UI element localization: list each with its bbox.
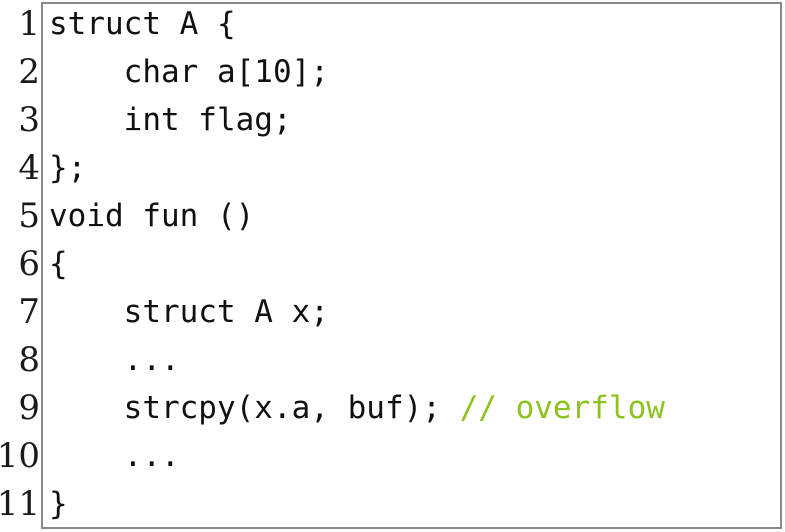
code-text: }; (49, 150, 87, 186)
code-text: strcpy(x.a, buf); (49, 390, 460, 426)
code-line: ... (49, 432, 180, 480)
line-number: 8 (18, 340, 40, 380)
line-number: 9 (18, 388, 40, 428)
line-number-gutter: 1 2 3 4 5 6 7 8 9 10 11 (0, 0, 40, 532)
code-text: } (49, 486, 68, 522)
line-number: 4 (18, 148, 40, 188)
line-number: 11 (0, 484, 40, 524)
line-number: 1 (18, 4, 40, 44)
code-line: void fun () (49, 192, 254, 240)
code-line: char a[10]; (49, 48, 329, 96)
code-text: struct A x; (49, 294, 329, 330)
code-text: { (49, 246, 68, 282)
code-line: }; (49, 144, 86, 192)
code-text: ... (49, 438, 180, 474)
line-number: 6 (18, 244, 40, 284)
line-number: 5 (18, 196, 40, 236)
code-text: void fun () (49, 198, 255, 234)
code-line: ... (49, 336, 180, 384)
code-line: strcpy(x.a, buf); // overflow (49, 384, 665, 432)
code-text: int flag; (49, 102, 292, 138)
code-frame: struct A { char a[10]; int flag; }; void… (41, 2, 782, 529)
code-line: { (49, 240, 68, 288)
line-number: 3 (18, 100, 40, 140)
code-text: ... (49, 342, 180, 378)
code-line: struct A { (49, 4, 236, 48)
code-line: int flag; (49, 96, 292, 144)
code-comment: // overflow (459, 390, 665, 426)
line-number: 10 (0, 436, 40, 476)
code-text: struct A { (49, 6, 236, 42)
line-number: 2 (18, 52, 40, 92)
line-number: 7 (18, 292, 40, 332)
code-line: struct A x; (49, 288, 329, 336)
code-line: } (49, 480, 68, 527)
code-text: char a[10]; (49, 54, 329, 90)
